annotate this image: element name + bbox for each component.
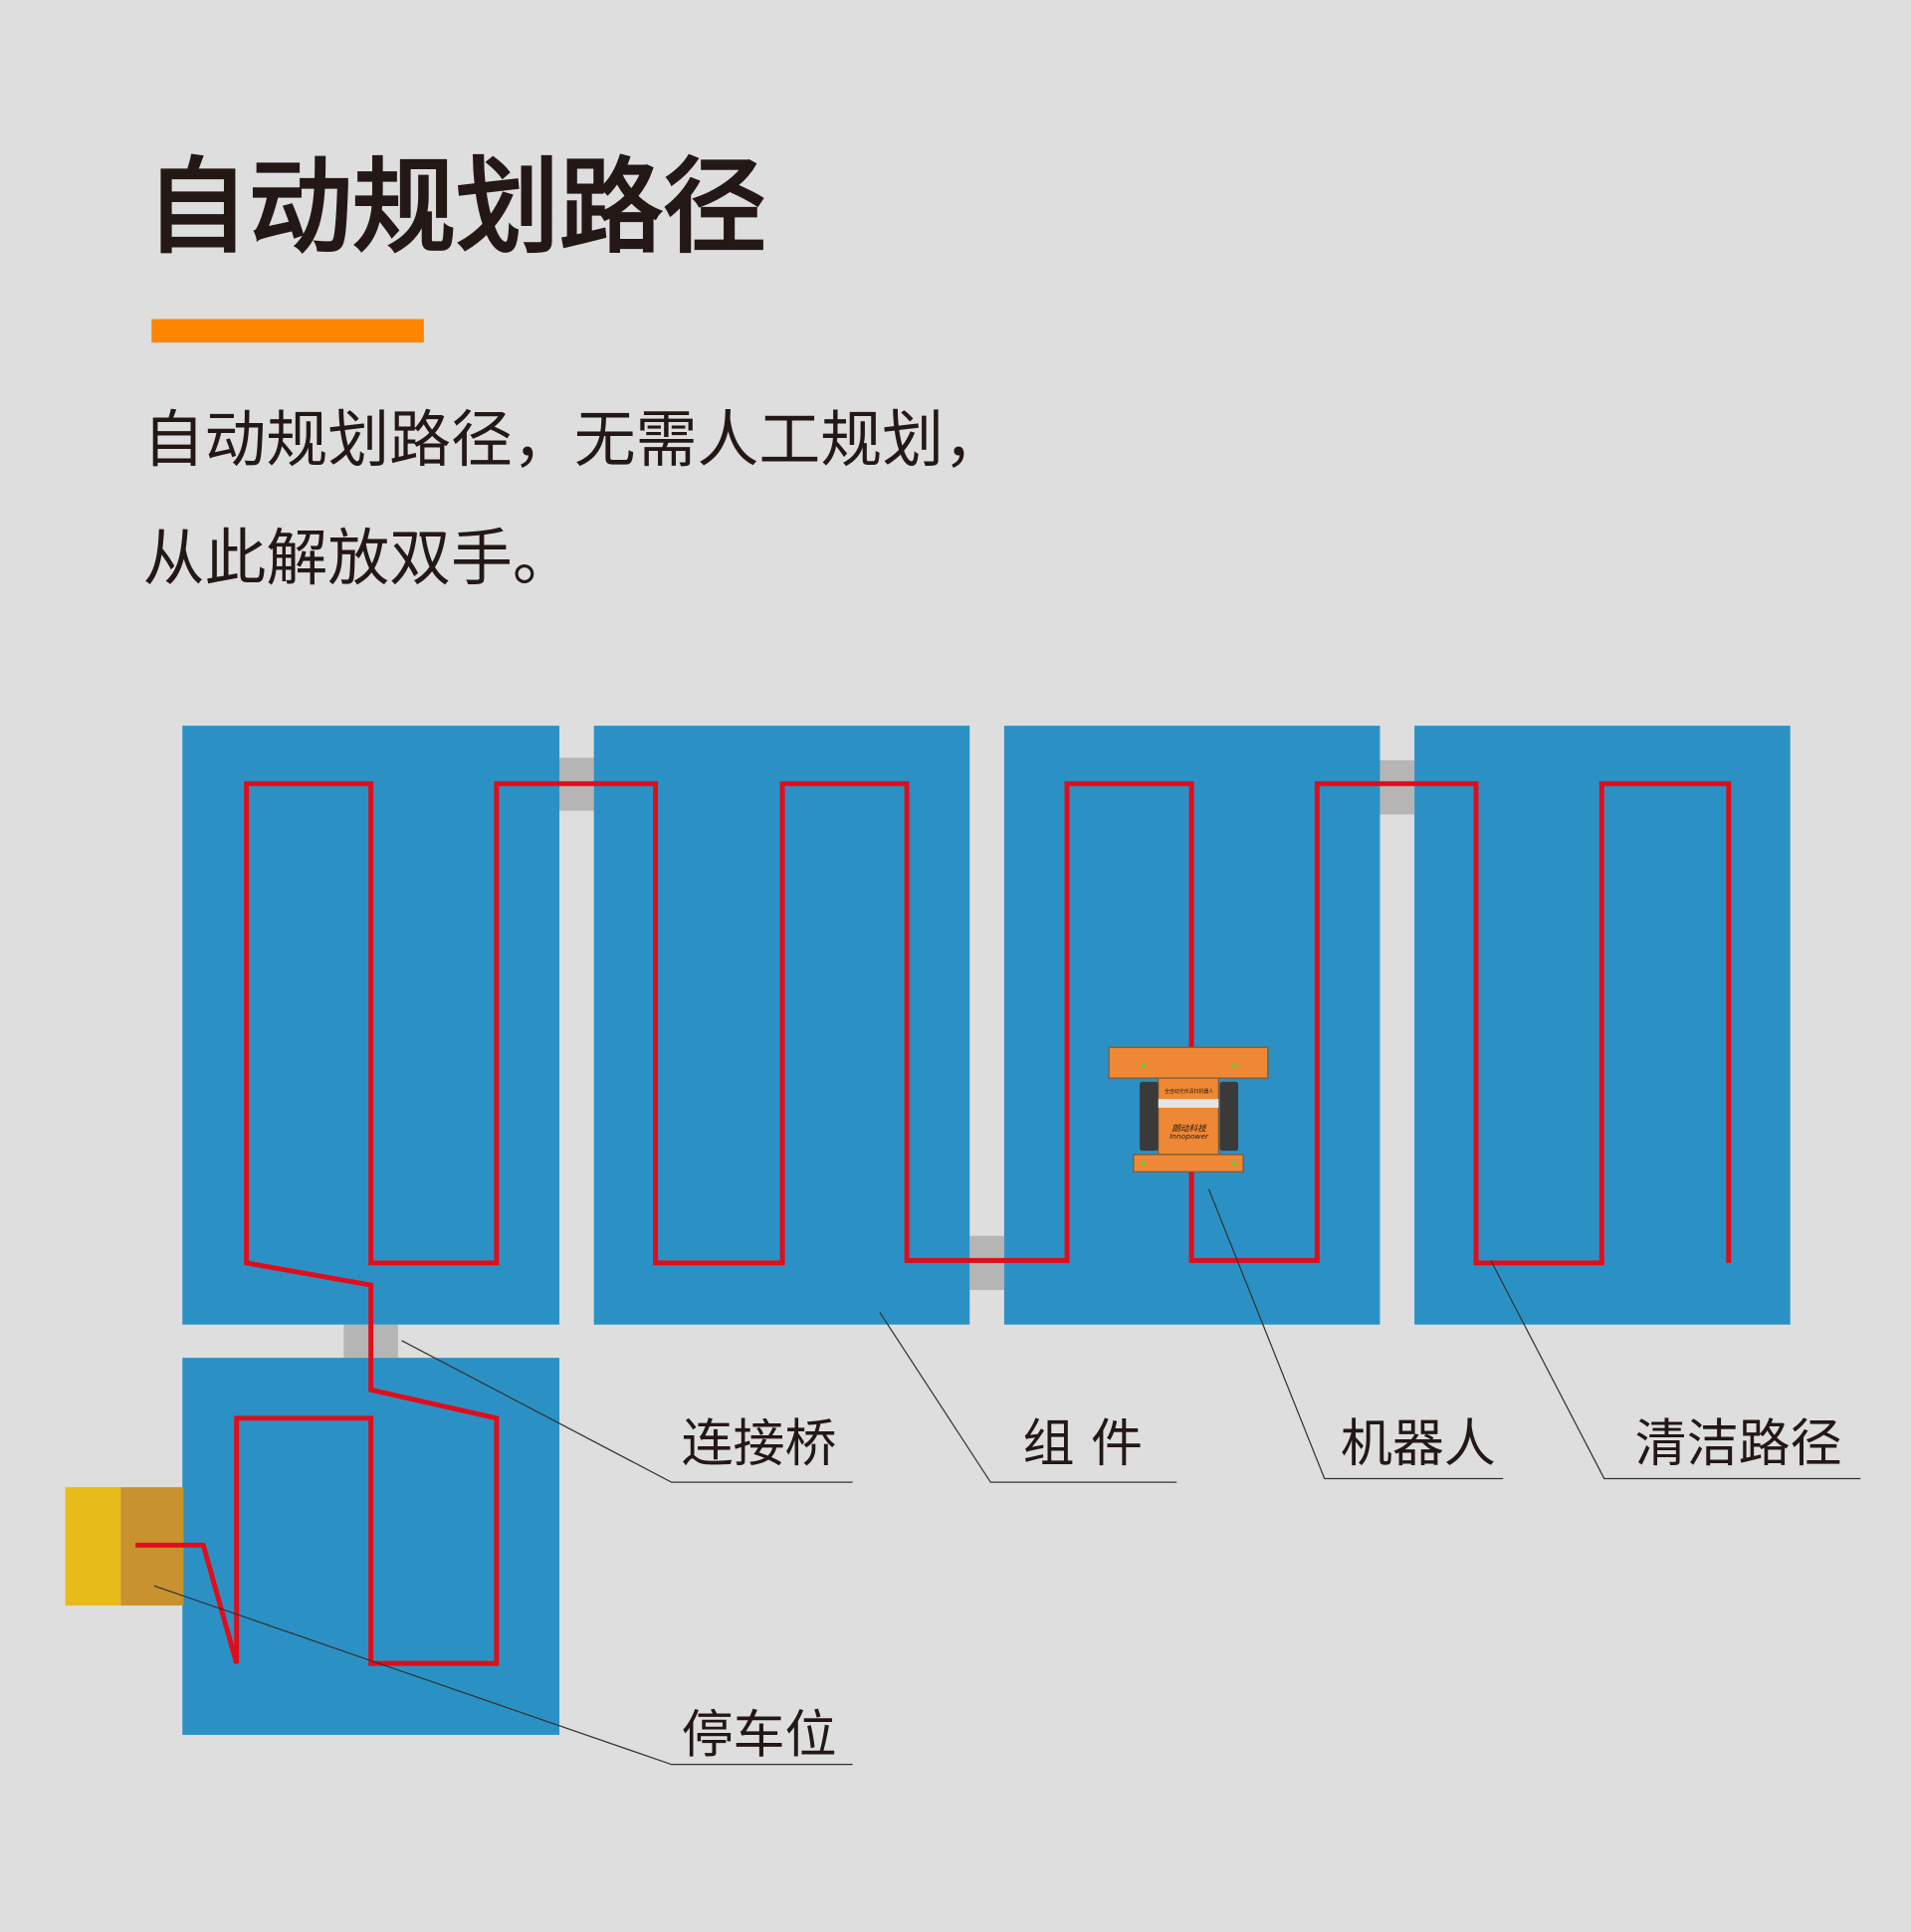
subtitle-line-1: 自动规划路径，无需人工规划， — [143, 404, 1005, 476]
robot: 全自动光伏清扫机器人 朗动科技 Innopower — [1108, 1046, 1269, 1173]
robot-product-text: 全自动光伏清扫机器人 — [1165, 1088, 1213, 1095]
subtitle-line-2: 从此解放双手。 — [143, 523, 574, 594]
track-left — [1140, 1081, 1159, 1152]
cleaning-path — [135, 780, 1732, 1666]
label-module: 组 件 — [1022, 1414, 1143, 1474]
robot-brand-en: Innopower — [1169, 1132, 1209, 1141]
label-path: 清洁路径 — [1635, 1414, 1842, 1474]
accent-bar — [151, 319, 424, 343]
track-right — [1219, 1081, 1239, 1152]
solar-panels — [182, 726, 1791, 1735]
page-title: 自动规划路径 — [145, 146, 766, 268]
label-bridge: 连接桥 — [682, 1414, 837, 1474]
label-robot: 机器人 — [1341, 1414, 1496, 1474]
label-parking: 停车位 — [682, 1705, 837, 1765]
robot-brand-cn: 朗动科技 — [1171, 1123, 1207, 1134]
leader-lines — [153, 1188, 1861, 1766]
bridge-3 — [1380, 759, 1415, 815]
